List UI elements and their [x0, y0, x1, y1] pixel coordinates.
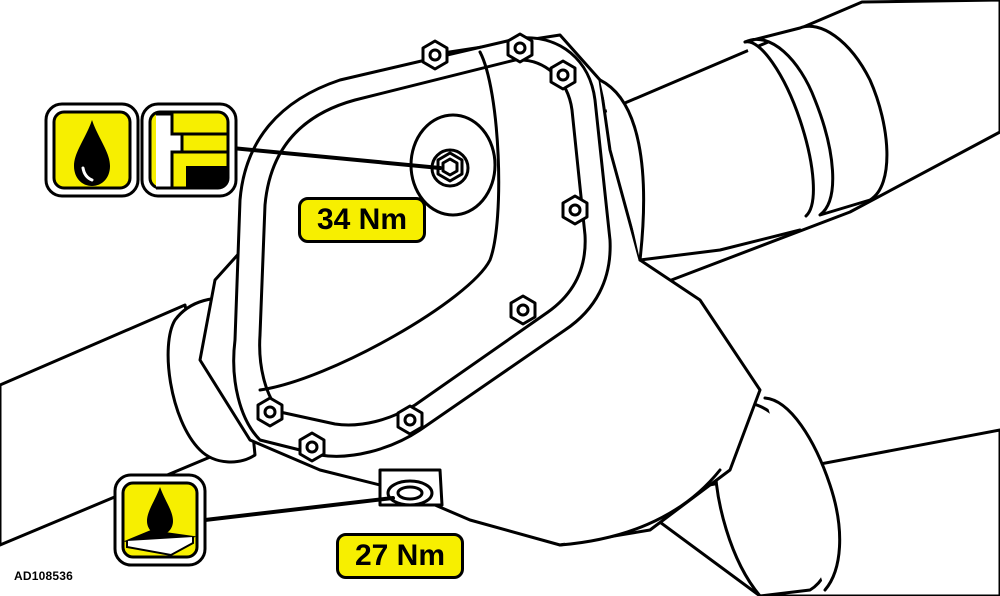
drain-plug	[378, 468, 444, 507]
figure-id-label: AD108536	[14, 569, 73, 583]
oil-drain-icon	[113, 473, 207, 567]
right-axle-tube	[583, 0, 1000, 294]
fill-plug-torque-label: 34 Nm	[298, 197, 426, 243]
cover-bolts	[256, 32, 589, 463]
differential-cover	[232, 36, 612, 458]
fill-plug-leader-line	[230, 146, 442, 170]
oil-drop-icon	[44, 102, 140, 198]
leader-lines	[203, 146, 442, 522]
fill-plug	[436, 151, 464, 183]
lower-right-tube	[628, 396, 1000, 596]
drain-plug-torque-label: 27 Nm	[336, 533, 464, 579]
drain-plug-leader-line	[203, 496, 395, 522]
fluid-level-icon	[140, 102, 238, 198]
